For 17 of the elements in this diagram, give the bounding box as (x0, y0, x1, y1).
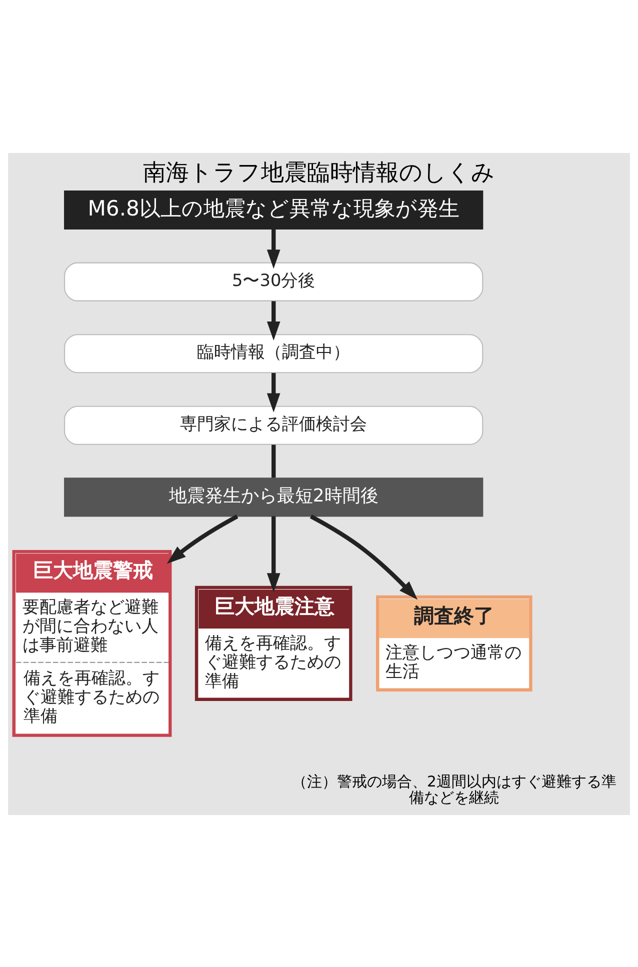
node-box: 地震発生から最短2時間後 (64, 477, 484, 516)
arrow (166, 514, 238, 564)
arrow (266, 300, 280, 340)
node-box: 巨大地震警戒 要配慮者など避難が間に合わない人は事前避難 備えを再確認。すぐ避難するための準備 (12, 550, 172, 736)
diagram-title: 南海トラフ地震臨時情報のしくみ (143, 158, 495, 186)
connector (271, 444, 276, 478)
arrow (266, 516, 280, 592)
node-box: 巨大地震注意 備えを再確認。すぐ避難するための準備 (194, 585, 352, 700)
arrow (266, 228, 280, 268)
arrow (266, 372, 280, 412)
node-box: 臨時情報（調査中） (64, 334, 484, 373)
node-box: M6.8以上の地震など異常な現象が発生 (64, 190, 484, 230)
node-box: 5〜30分後 (64, 262, 484, 301)
label: （注）警戒の場合、2週間以内はすぐ避難する準備などを継続 (292, 773, 616, 806)
node-box: 専門家による評価検討会 (64, 405, 484, 444)
arrow (310, 514, 418, 600)
node-box: 調査終了 注意しつつ通常の生活 (376, 594, 532, 691)
